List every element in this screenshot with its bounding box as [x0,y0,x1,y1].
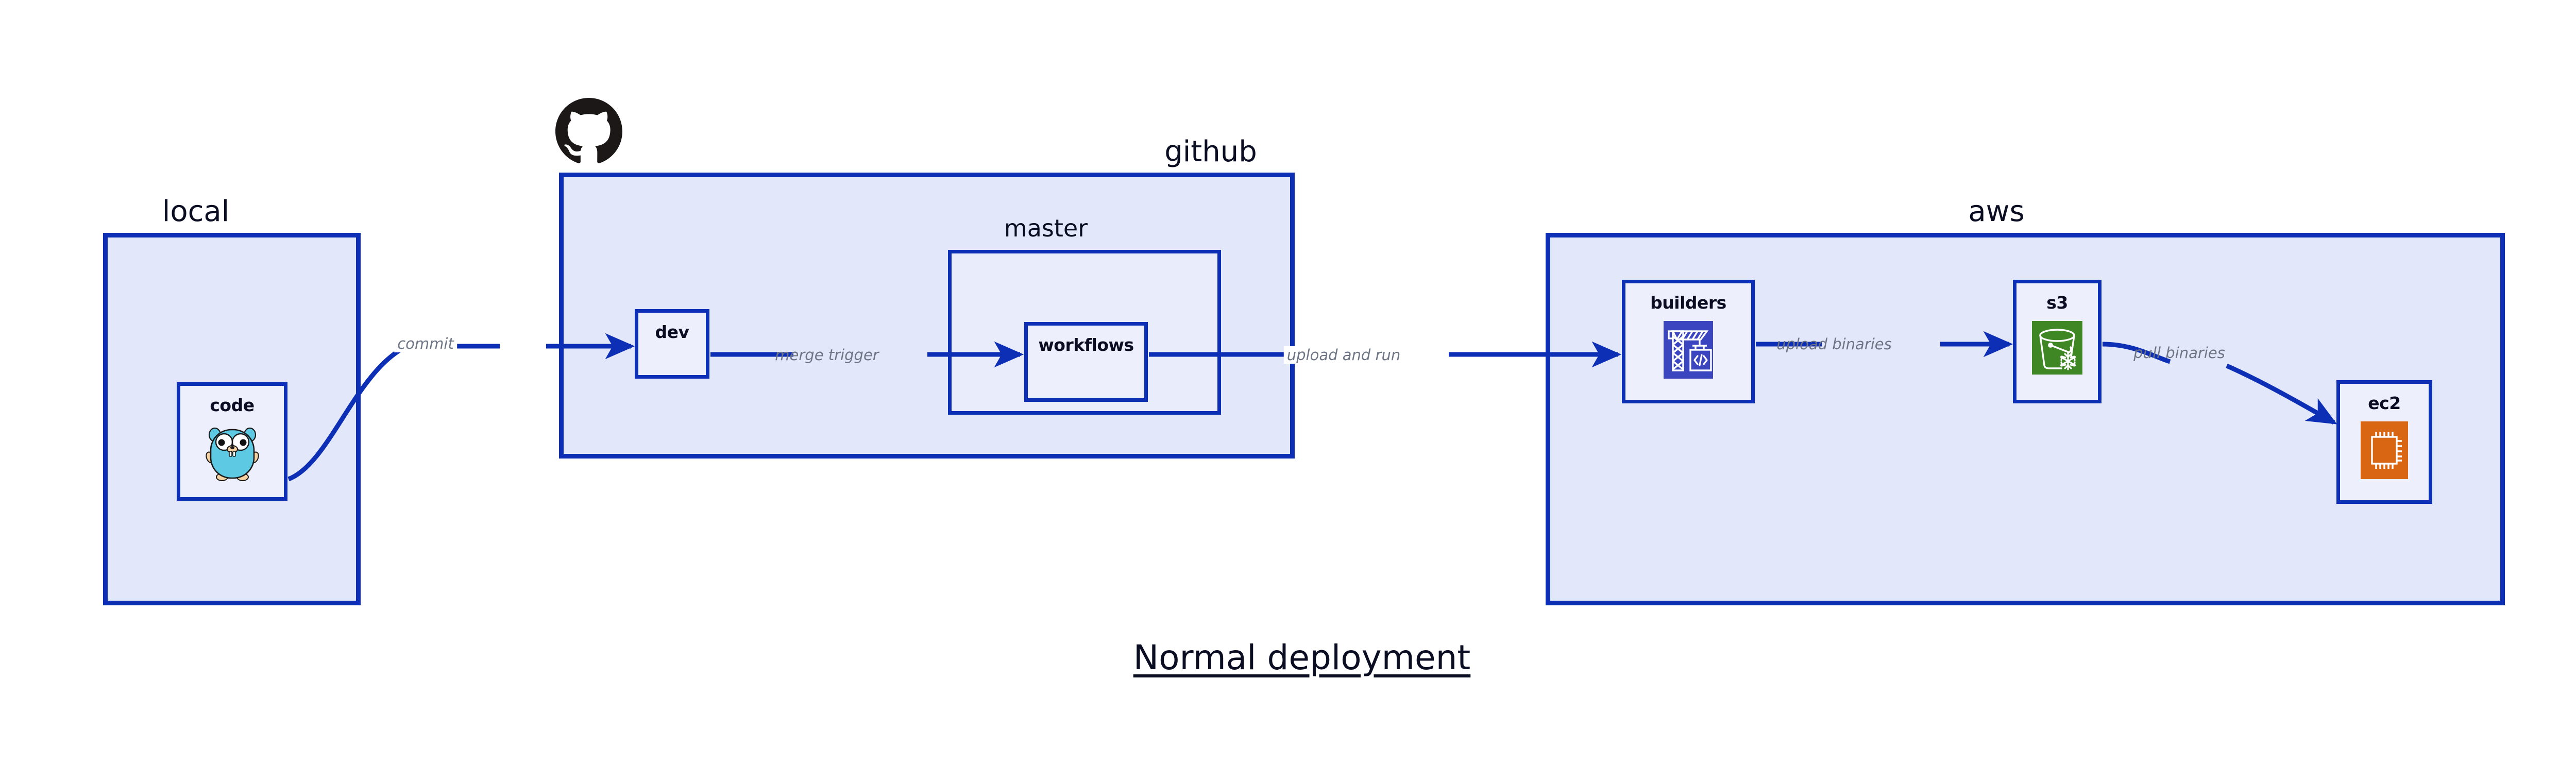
node-builders[interactable]: builders [1622,280,1755,403]
zone-aws-label: aws [1968,195,2025,228]
node-builders-label: builders [1650,293,1726,313]
go-gopher-icon [205,423,259,483]
node-dev-label: dev [655,322,689,342]
edge-label-commit: commit [394,335,457,352]
node-workflows-label: workflows [1038,335,1134,355]
edge-label-upload-binaries: upload binaries [1776,335,1892,353]
node-workflows[interactable]: workflows [1024,322,1148,402]
node-ec2-label: ec2 [2368,393,2401,413]
subzone-master-label: master [1004,214,1088,242]
aws-codebuild-crane-icon [1664,321,1713,381]
diagram-title: Normal deployment [1133,638,1471,677]
edge-label-merge-trigger: merge trigger [775,346,879,364]
aws-ec2-chip-icon [2361,421,2408,481]
node-ec2[interactable]: ec2 [2336,380,2432,504]
aws-s3-glacier-bucket-icon [2032,321,2082,377]
zone-github-label: github [1164,135,1257,168]
node-dev[interactable]: dev [635,309,709,379]
node-s3[interactable]: s3 [2013,280,2102,403]
node-code-label: code [210,395,255,415]
github-octocat-icon [555,98,622,165]
node-s3-label: s3 [2046,293,2068,313]
zone-local-label: local [162,195,230,228]
edge-label-pull-binaries: pull binaries [2133,344,2225,362]
node-code[interactable]: code [177,382,287,501]
edge-label-upload-and-run: upload and run [1283,346,1404,364]
